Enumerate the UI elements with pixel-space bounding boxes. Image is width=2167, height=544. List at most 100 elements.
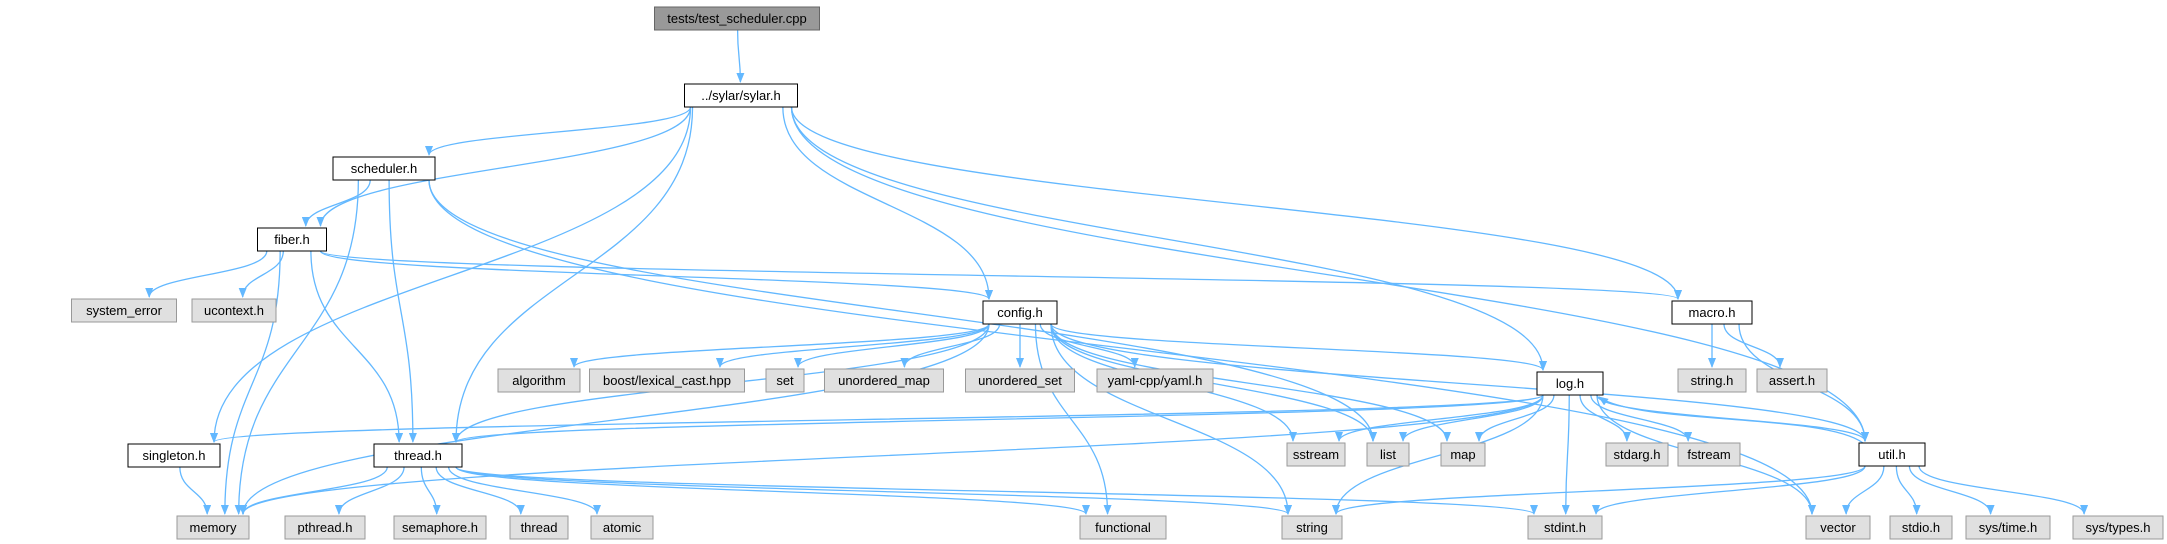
node-box [654,6,820,31]
node-label: assert.h [1769,373,1815,388]
edge-sylar-to-fiber [316,106,692,227]
node-atomic: atomic [590,515,654,540]
node-box [191,298,277,323]
edge-log-to-string [1332,394,1544,515]
edge-util-to-systypes [1918,465,2089,515]
edge-scheduler-to-memory [234,179,359,515]
node-log[interactable]: log.h [1536,371,1604,396]
node-root[interactable]: tests/test_scheduler.cpp [654,6,820,31]
node-box [1079,515,1167,540]
node-box [1889,515,1953,540]
edge-fiber-to-thread [310,250,404,443]
node-box [1536,371,1604,396]
edge-sylar-to-macro [790,106,1682,300]
node-box [509,515,569,540]
node-box [765,368,805,393]
node-box [590,515,654,540]
node-label: list [1380,447,1396,462]
node-box [332,156,436,181]
edge-fiber-to-system_error [145,250,268,298]
node-scheduler[interactable]: scheduler.h [332,156,436,181]
node-label: sys/types.h [2085,520,2150,535]
node-fiber[interactable]: fiber.h [257,227,327,252]
node-box [1527,515,1603,540]
node-box [1671,300,1753,325]
edge-scheduler-to-vector [428,179,1816,515]
node-yaml: yaml-cpp/yaml.h [1096,368,1214,393]
node-thread[interactable]: thread.h [373,443,463,468]
node-stdarg: stdarg.h [1605,442,1669,467]
node-label: string.h [1691,373,1734,388]
node-label: vector [1820,520,1856,535]
edge-config-to-set [794,323,990,368]
edge-sylar-to-config [782,106,993,300]
node-box [1096,368,1214,393]
node-unordered_set: unordered_set [965,368,1075,393]
node-label: functional [1095,520,1151,535]
node-functional: functional [1079,515,1167,540]
node-stdio: stdio.h [1889,515,1953,540]
node-config[interactable]: config.h [982,300,1058,325]
node-box [71,298,177,323]
node-label: singleton.h [143,448,206,463]
edge-config-to-yaml [1039,323,1139,368]
node-vector: vector [1805,515,1871,540]
edge-config-to-algorithm [570,323,990,368]
node-box [284,515,366,540]
edge-util-to-log [1598,396,1864,444]
edge-thread-to-stdint [455,466,1538,515]
edge-fiber-to-memory [220,250,281,515]
edge-config-to-functional [1034,323,1112,515]
edge-util-to-stdint [1592,465,1866,515]
node-box [2072,515,2164,540]
node-label: set [776,373,794,388]
node-label: ../sylar/sylar.h [701,88,780,103]
node-label: string [1296,520,1328,535]
edge-util-to-systime [1908,465,1995,515]
node-label: atomic [603,520,642,535]
edge-util-to-stdio [1895,465,1921,515]
edge-thread-to-atomic [447,466,601,515]
node-box [824,368,944,393]
node-label: fiber.h [274,232,309,247]
node-fstream: fstream [1677,442,1741,467]
node-label: stdarg.h [1614,447,1661,462]
edge-config-to-util [1050,323,1869,442]
node-lexical: boost/lexical_cast.hpp [589,368,745,393]
node-label: stdint.h [1544,520,1586,535]
node-box [1858,442,1926,467]
node-label: unordered_map [838,373,930,388]
node-util[interactable]: util.h [1858,442,1926,467]
edge-config-to-unordered_map [900,323,1001,368]
node-label: sys/time.h [1979,520,2038,535]
node-singleton[interactable]: singleton.h [127,443,221,468]
edge-thread-to-thread_sys [435,466,525,515]
node-label: map [1450,447,1475,462]
edge-log-to-fstream [1590,394,1693,442]
edge-config-to-string [1050,323,1292,515]
node-label: config.h [997,305,1043,320]
node-stdint: stdint.h [1527,515,1603,540]
node-sylar[interactable]: ../sylar/sylar.h [684,83,798,108]
node-box [176,515,250,540]
edge-thread-to-semaphore [420,466,441,515]
edge-log-to-memory [239,394,1544,515]
edges-layer [145,29,2089,515]
edge-fiber-to-ucontext [238,250,284,298]
edge-singleton-to-memory [179,466,212,515]
node-box [1756,368,1828,393]
node-box [965,368,1075,393]
node-map: map [1440,442,1486,467]
edge-thread-to-pthread [334,466,405,515]
node-label: memory [190,520,237,535]
node-memory: memory [176,515,250,540]
edge-log-to-stdarg [1579,394,1631,442]
edge-scheduler-to-fiber [301,179,371,227]
node-label: yaml-cpp/yaml.h [1108,373,1203,388]
edge-root-to-sylar [736,29,745,83]
node-macro[interactable]: macro.h [1671,300,1753,325]
edge-sylar-to-thread [452,106,694,443]
edge-config-to-memory [239,323,990,515]
edge-thread-to-string [455,466,1292,515]
edge-sylar-to-log [790,106,1547,371]
